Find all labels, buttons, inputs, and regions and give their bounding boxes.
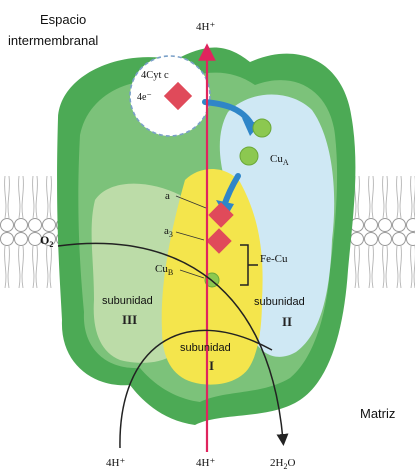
subunit-III-numeral: III	[122, 312, 137, 327]
copper-center-a1	[253, 119, 271, 137]
subunit-I-word: subunidad	[180, 342, 231, 354]
water-label: 2H2O	[270, 457, 295, 471]
proton-label-top: 4H⁺	[196, 21, 215, 33]
cytc-label: 4Cyt c	[141, 70, 169, 81]
subunit-I-numeral: I	[209, 358, 214, 373]
subunit-II-numeral: II	[282, 314, 292, 329]
intermembrane-label-line2: intermembranal	[8, 33, 98, 48]
heme-a-label: a	[165, 190, 170, 202]
matrix-label: Matriz	[360, 406, 395, 421]
copper-center-a2	[240, 147, 258, 165]
fe-cu-label: Fe-Cu	[260, 253, 288, 265]
electron-label: 4e⁻	[137, 92, 152, 103]
subunit-II-word: subunidad	[254, 296, 305, 308]
intermembrane-label-line1: Espacio	[40, 12, 86, 27]
subunit-III-word: subunidad	[102, 295, 153, 307]
proton-label-bottom-left: 4H⁺	[106, 457, 125, 469]
proton-label-bottom-center: 4H⁺	[196, 457, 215, 469]
